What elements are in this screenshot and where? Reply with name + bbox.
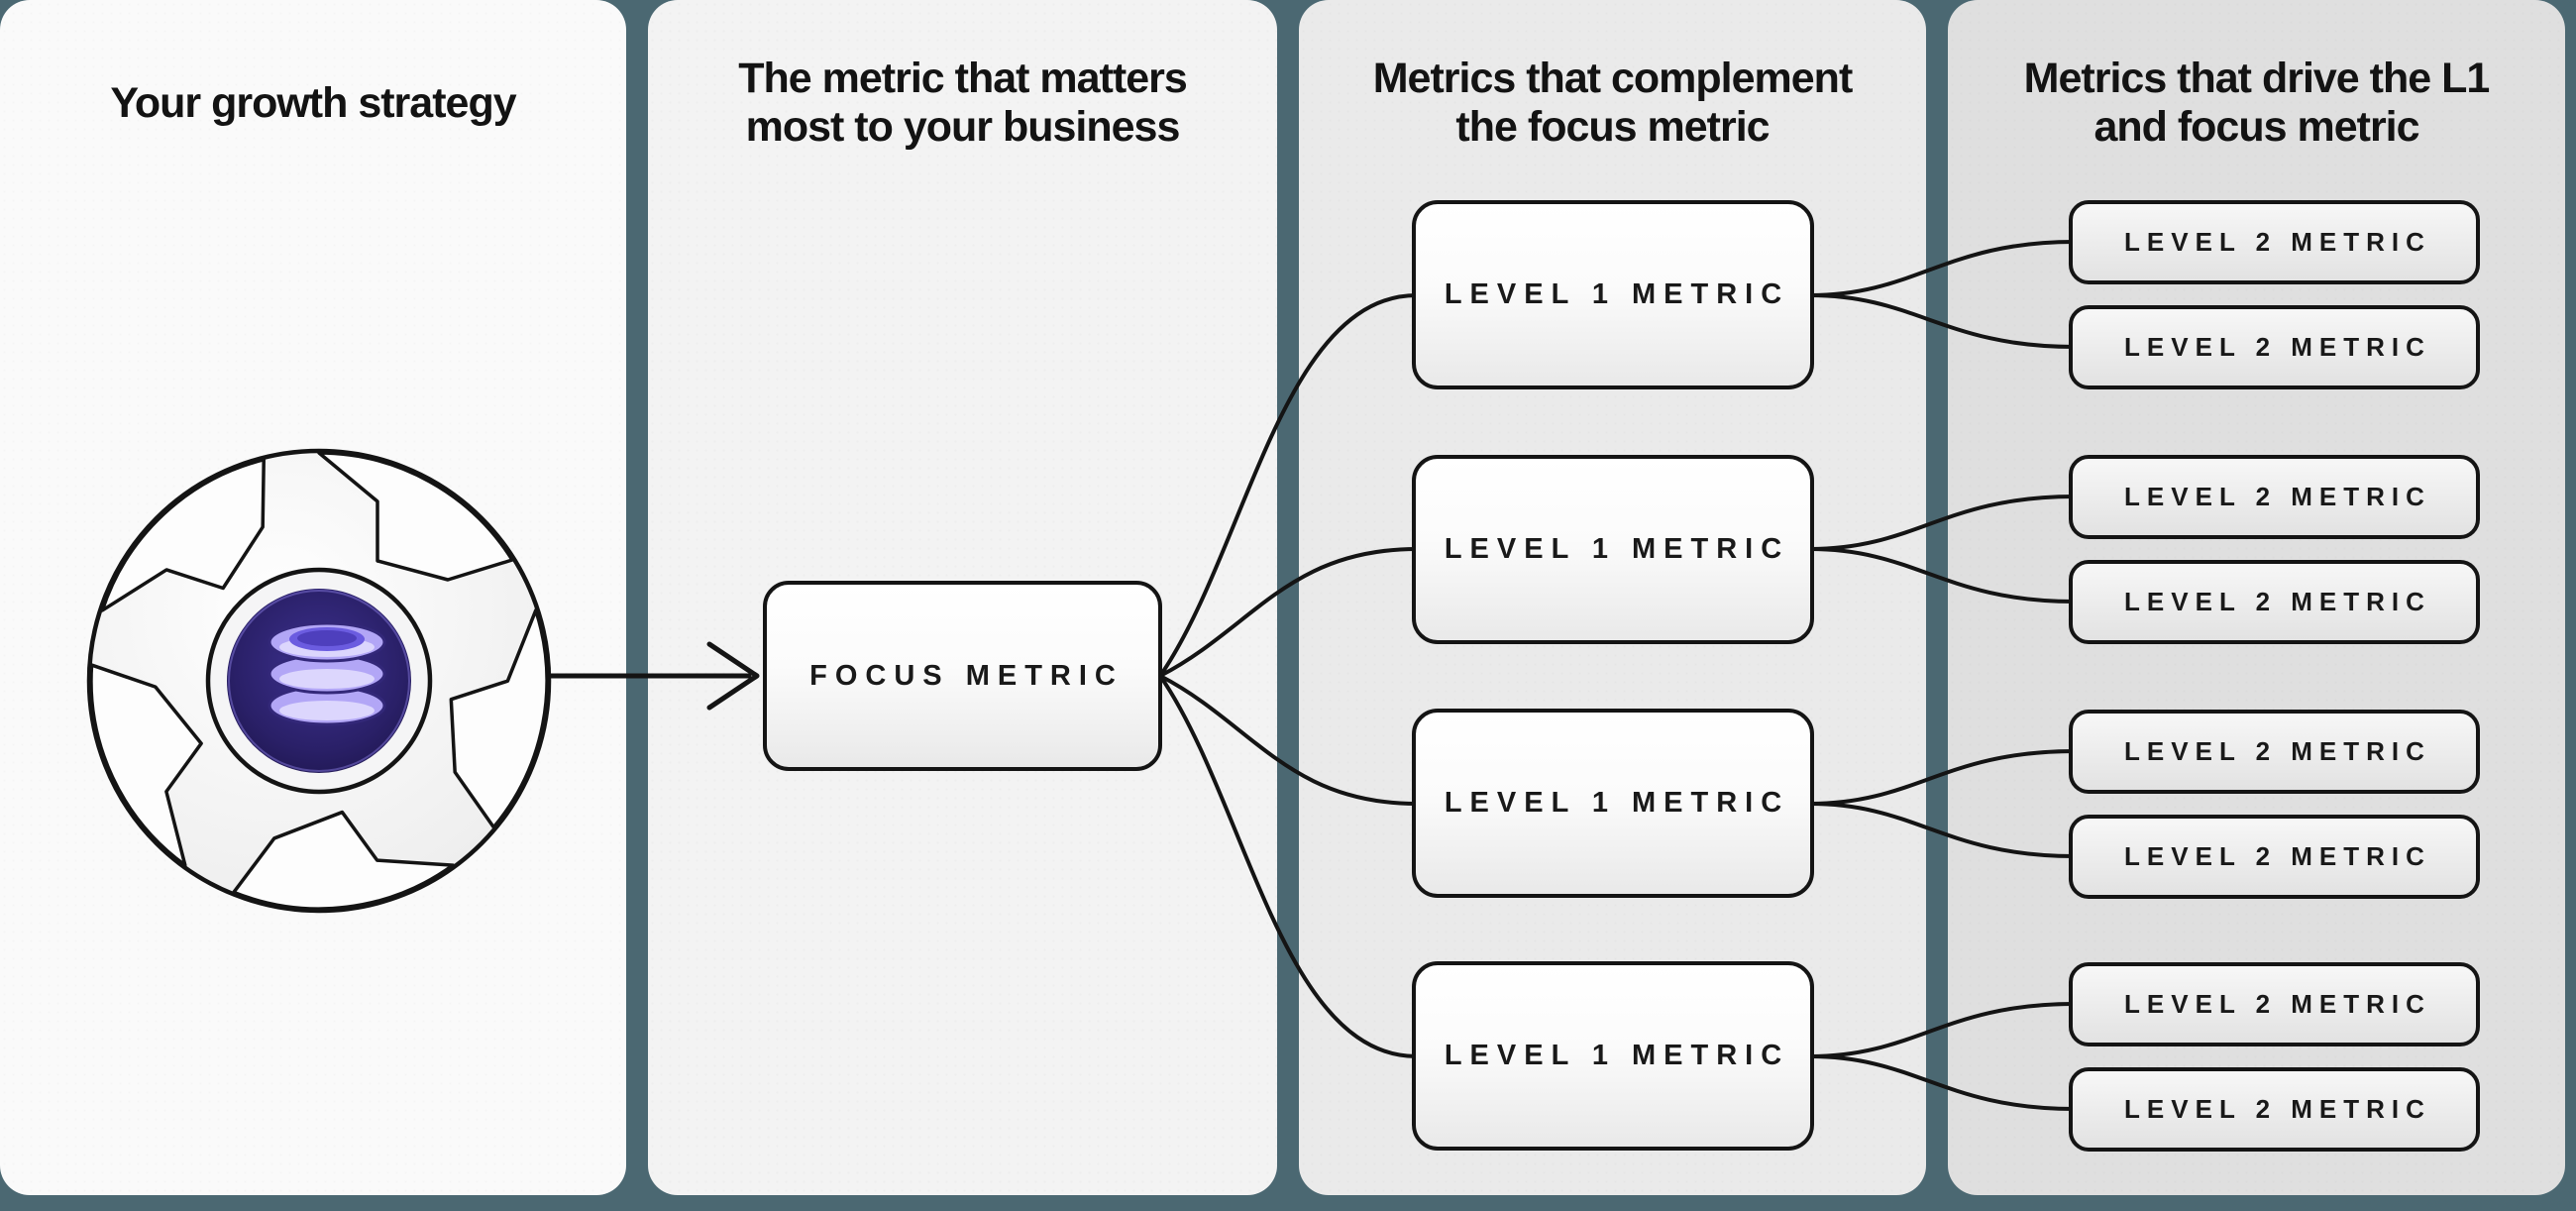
focus-metric-label: FOCUS METRIC [809, 659, 1124, 692]
panel-title: Your growth strategy [0, 52, 626, 155]
panel-title: The metric that matters most to your bus… [648, 52, 1277, 155]
level2-metric-label: LEVEL 2 METRIC [2124, 989, 2431, 1019]
level2-metric-label: LEVEL 2 METRIC [2124, 332, 2431, 362]
level1-metric-label: LEVEL 1 METRIC [1444, 278, 1790, 310]
panel-title-line: and focus metric [2093, 103, 2419, 151]
level2-metric-label: LEVEL 2 METRIC [2124, 587, 2431, 616]
level2-metric-box: LEVEL 2 METRIC [2069, 455, 2480, 539]
panel-title-line: most to your business [745, 103, 1181, 151]
level2-metric-box: LEVEL 2 METRIC [2069, 200, 2480, 284]
level1-metric-label: LEVEL 1 METRIC [1444, 787, 1790, 819]
panel-growth-strategy: Your growth strategy [0, 0, 626, 1195]
level1-metric-label: LEVEL 1 METRIC [1444, 533, 1790, 565]
level1-metric-box: LEVEL 1 METRIC [1412, 200, 1814, 389]
panel-title: Metrics that drive the L1 and focus metr… [1948, 52, 2565, 155]
panel-title-line: The metric that matters [738, 55, 1188, 102]
level2-metric-label: LEVEL 2 METRIC [2124, 482, 2431, 511]
level2-metric-label: LEVEL 2 METRIC [2124, 227, 2431, 257]
focus-metric-box: FOCUS METRIC [763, 581, 1162, 771]
level1-metric-box: LEVEL 1 METRIC [1412, 709, 1814, 898]
level2-metric-box: LEVEL 2 METRIC [2069, 1067, 2480, 1152]
panel-title-line: Metrics that complement [1372, 55, 1854, 102]
level1-metric-label: LEVEL 1 METRIC [1444, 1040, 1790, 1071]
level2-metric-box: LEVEL 2 METRIC [2069, 815, 2480, 899]
level1-metric-box: LEVEL 1 METRIC [1412, 455, 1814, 644]
level1-metric-box: LEVEL 1 METRIC [1412, 961, 1814, 1151]
level2-metric-label: LEVEL 2 METRIC [2124, 841, 2431, 871]
level2-metric-box: LEVEL 2 METRIC [2069, 305, 2480, 389]
level2-metric-box: LEVEL 2 METRIC [2069, 962, 2480, 1046]
panel-title-line: the focus metric [1455, 103, 1770, 151]
level2-metric-label: LEVEL 2 METRIC [2124, 1094, 2431, 1124]
panel-title: Metrics that complement the focus metric [1299, 52, 1926, 155]
level2-metric-box: LEVEL 2 METRIC [2069, 710, 2480, 794]
level2-metric-label: LEVEL 2 METRIC [2124, 736, 2431, 766]
level2-metric-box: LEVEL 2 METRIC [2069, 560, 2480, 644]
panel-title-line: Metrics that drive the L1 [2023, 55, 2491, 102]
panel-title-line: Your growth strategy [110, 78, 516, 127]
